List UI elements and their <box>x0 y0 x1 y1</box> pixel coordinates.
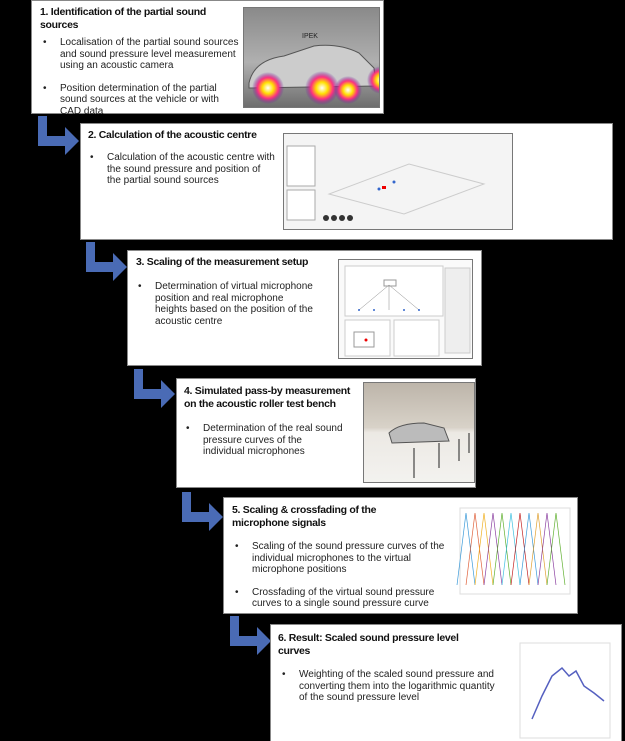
step-5-title: 5. Scaling & crossfading of the micropho… <box>232 504 377 529</box>
roller-test-bench-photo <box>363 382 475 483</box>
step-5-box: 5. Scaling & crossfading of the micropho… <box>223 497 578 614</box>
crossfade-curve <box>465 512 485 586</box>
step-4-box: 4. Simulated pass-by measurement on the … <box>176 378 476 488</box>
crossfading-chart <box>452 505 572 607</box>
step-5-bullet: Crossfading of the virtual sound pressur… <box>235 587 447 610</box>
step-6-title: 6. Result: Scaled sound pressure level c… <box>278 632 459 657</box>
arrow-2-to-3-icon <box>86 242 127 281</box>
crossfade-curve <box>546 512 566 586</box>
measurement-setup-software-screenshot <box>338 259 473 359</box>
sound-pressure-level-chart <box>514 631 614 741</box>
crossfade-curve <box>492 512 512 586</box>
step-2-title: 2. Calculation of the acoustic centre <box>88 129 257 141</box>
crossfade-curve <box>510 512 530 586</box>
step-6-bullet: Weighting of the scaled sound pressure a… <box>282 669 499 704</box>
step-3-box: 3. Scaling of the measurement setup Dete… <box>127 250 482 366</box>
arrow-1-to-2-icon <box>38 116 79 155</box>
ipek-logo: IPEK <box>302 33 318 40</box>
step-1-bullet: Position determination of the partial so… <box>43 83 240 118</box>
crossfade-curve <box>537 512 557 586</box>
crossfade-curve <box>474 512 494 586</box>
crossfade-curve <box>456 512 476 586</box>
arrow-4-to-5-icon <box>182 492 223 531</box>
step-1-title: 1. Identification of the partial sound s… <box>40 6 206 31</box>
step-3-bullet: Determination of virtual microphone posi… <box>138 281 315 327</box>
step-4-title: 4. Simulated pass-by measurement on the … <box>184 385 351 410</box>
crossfade-curve <box>483 512 503 586</box>
acoustic-camera-photo: IPEK <box>243 7 380 108</box>
step-4-bullet: Determination of the real sound pressure… <box>186 423 343 458</box>
step-3-title: 3. Scaling of the measurement setup <box>136 256 309 268</box>
step-6-box: 6. Result: Scaled sound pressure level c… <box>270 624 622 741</box>
arrow-5-to-6-icon <box>230 616 271 655</box>
step-1-box: 1. Identification of the partial sound s… <box>31 0 384 117</box>
step-2-bullet: Calculation of the acoustic centre with … <box>90 152 277 187</box>
step-1-bullet: Localisation of the partial sound source… <box>43 37 240 72</box>
crossfade-curve <box>501 512 521 586</box>
crossfade-curve <box>528 512 548 586</box>
step-5-bullet: Scaling of the sound pressure curves of … <box>235 541 447 576</box>
crossfade-curve <box>519 512 539 586</box>
acoustic-centre-software-screenshot <box>283 133 513 230</box>
arrow-3-to-4-icon <box>134 369 175 408</box>
step-2-box: 2. Calculation of the acoustic centre Ca… <box>80 123 613 240</box>
